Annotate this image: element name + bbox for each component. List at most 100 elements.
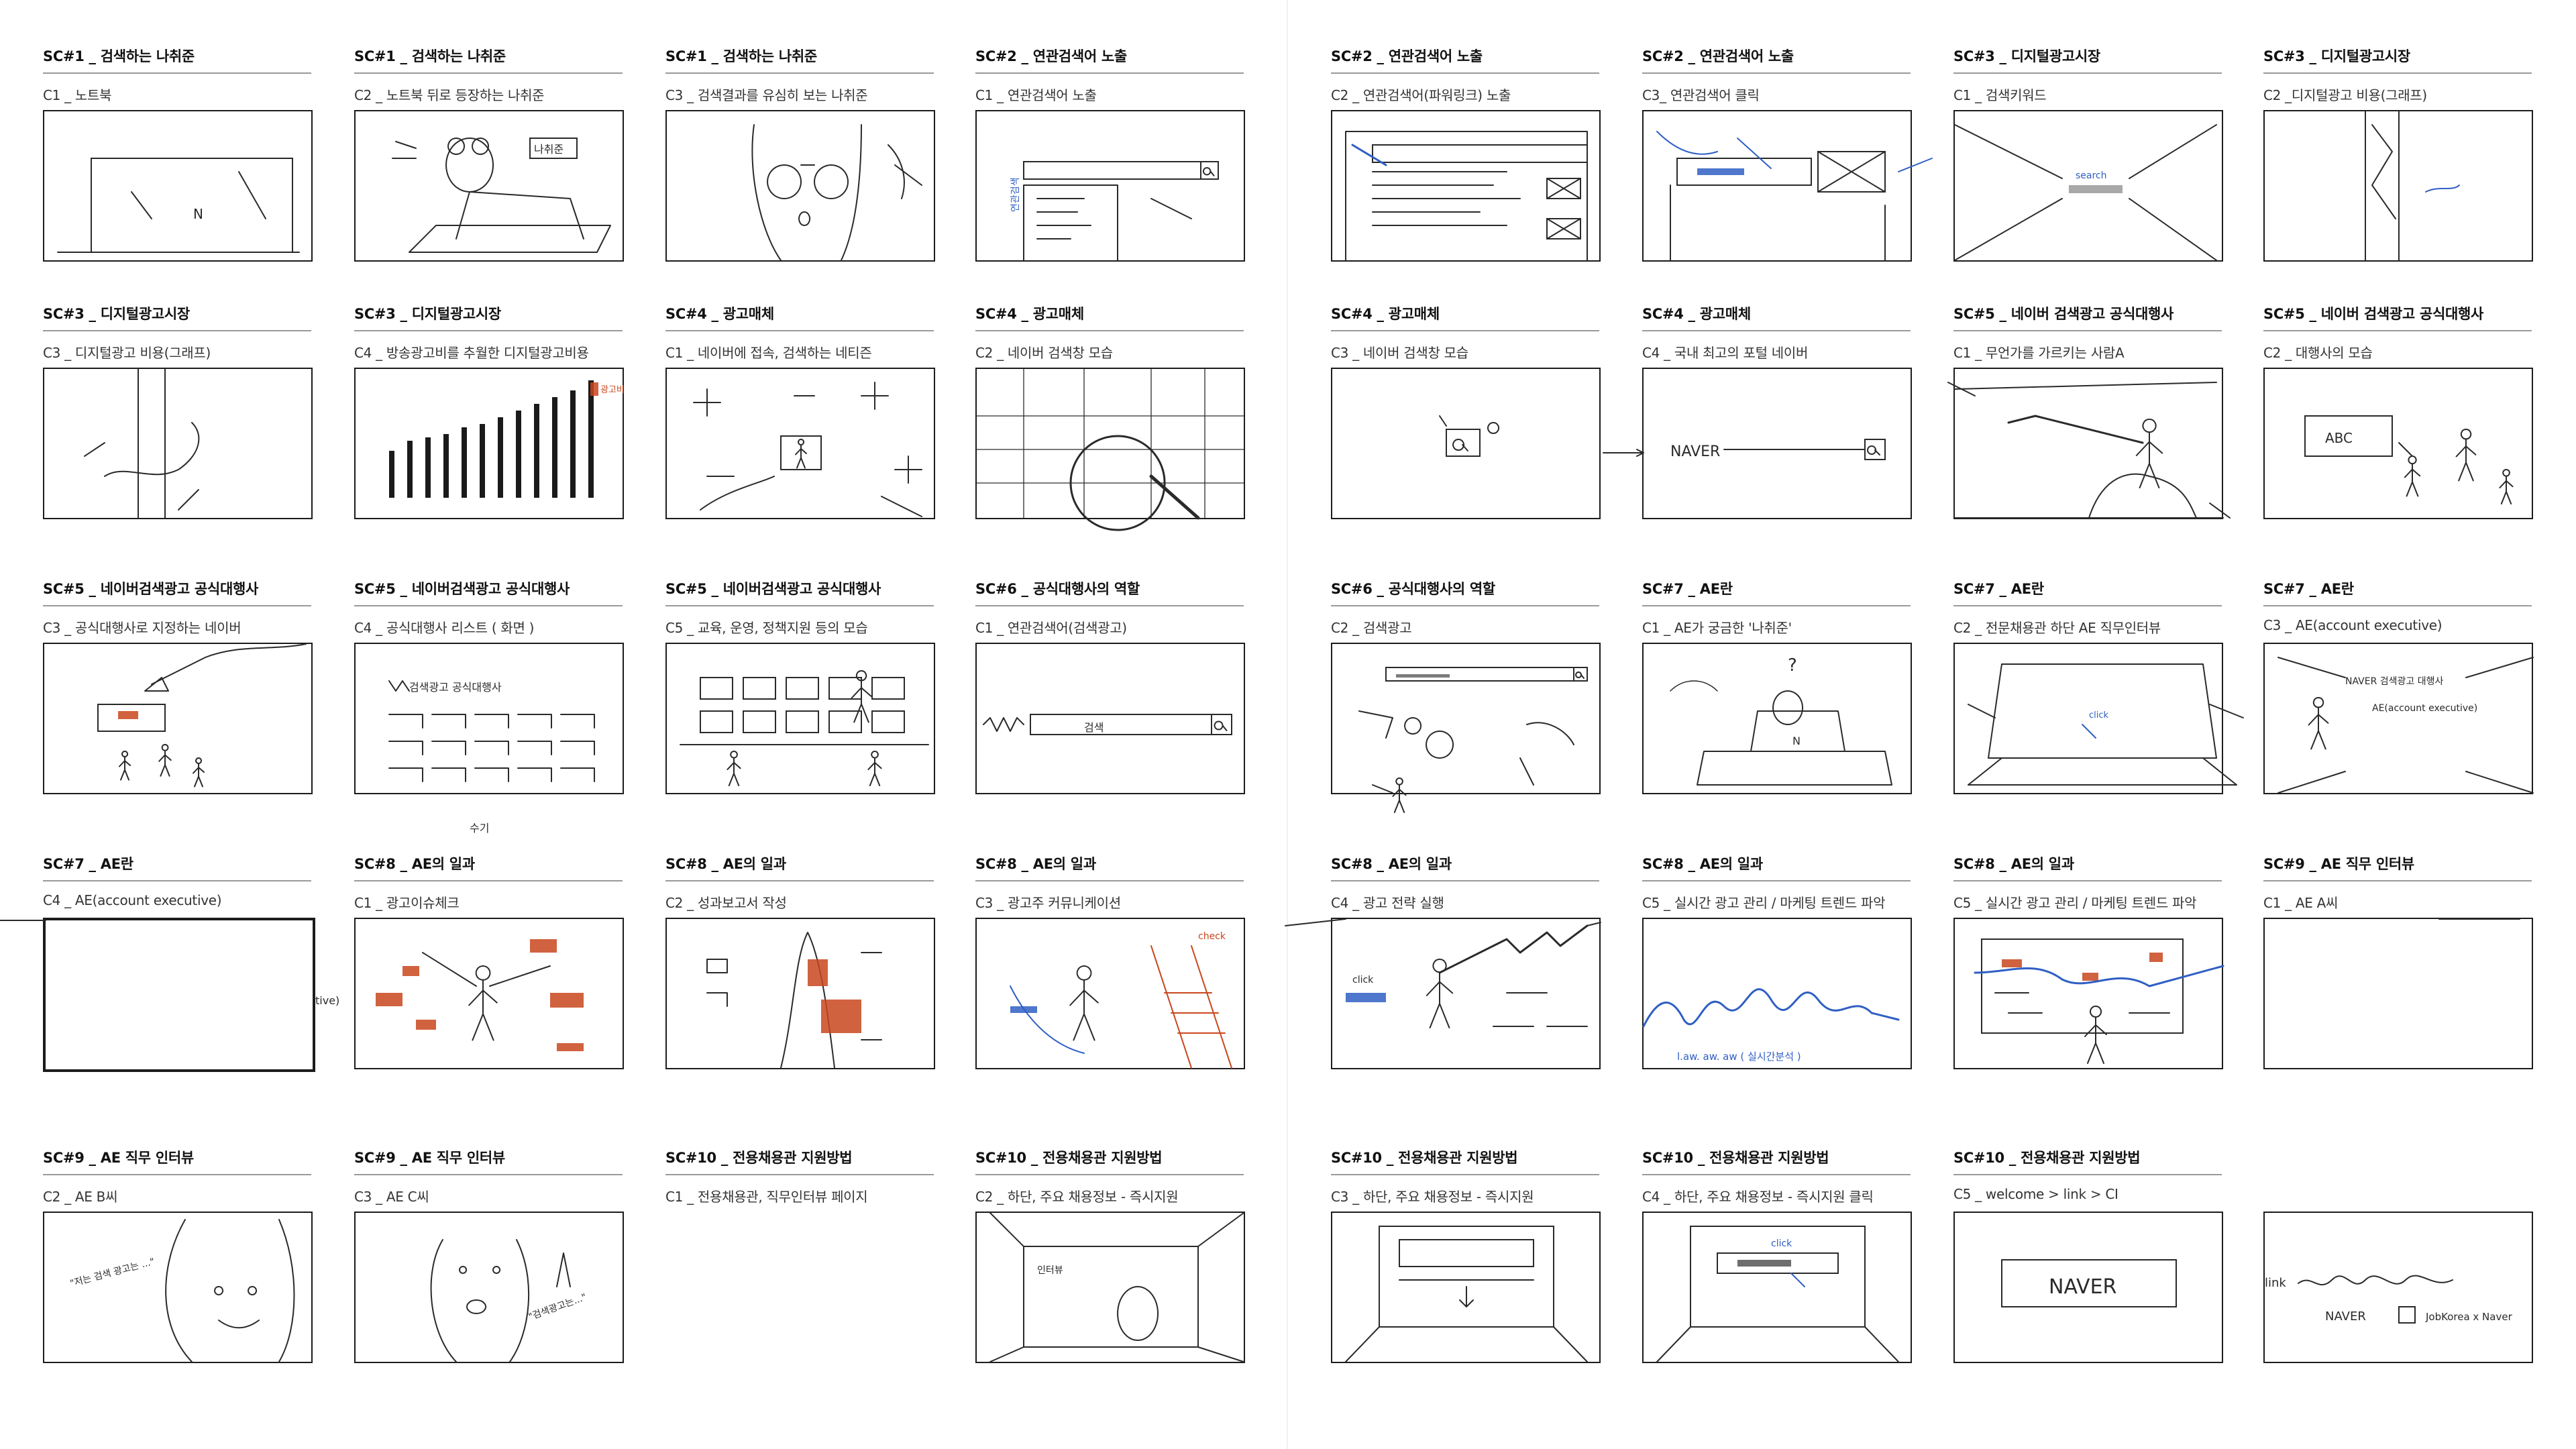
cut-caption: C2 _ 대행사의 모습 — [2263, 345, 2373, 361]
cut-caption: C3 _ 하단, 주요 채용정보 - 즉시지원 — [1331, 1189, 1534, 1205]
cut-caption: C1 _ 노트북 — [43, 87, 112, 103]
scene-title: SC#9 _ AE 직무 인터뷰 — [43, 1150, 194, 1166]
title-rule — [1331, 1174, 1599, 1175]
title-rule — [1642, 1174, 1911, 1175]
pencil-sketch: check — [1010, 931, 1232, 1069]
pencil-sketch: 광고비 — [389, 380, 625, 498]
svg-text:인터뷰: 인터뷰 — [1037, 1265, 1063, 1276]
cut-caption: C1 _ AE가 궁금한 '나취준' — [1642, 620, 1792, 636]
sketch-frame: click — [1642, 1212, 1912, 1363]
pencil-sketch — [1439, 415, 1499, 457]
title-rule — [43, 72, 311, 74]
cut-caption: C2 _ 검색광고 — [1331, 620, 1412, 636]
pencil-sketch: 나취준 — [392, 138, 611, 253]
cut-caption: C4 _ 하단, 주요 채용정보 - 즉시지원 클릭 — [1642, 1189, 1874, 1205]
cut-caption: C2 _ 전문채용관 하단 AE 직무인터뷰 — [1953, 620, 2161, 636]
cut-caption: C1 _ 네이버에 접속, 검색하는 네티즌 — [665, 345, 872, 361]
pencil-sketch: ?N — [1670, 655, 1892, 786]
storyboard-cut: SC#4 _ 광고매체 C2 _ 네이버 검색창 모습 — [975, 303, 1250, 565]
sketch-frame: "검색광고는..." — [354, 1212, 624, 1363]
cut-caption: C2 _ 네이버 검색창 모습 — [975, 345, 1113, 361]
svg-text:검색광고 공식대행사: 검색광고 공식대행사 — [409, 681, 502, 694]
title-rule — [2263, 880, 2532, 881]
sketch-frame — [665, 918, 935, 1069]
sketch-frame — [665, 368, 935, 519]
title-rule — [665, 605, 934, 606]
cut-caption: C2 _디지털광고 비용(그래프) — [2263, 87, 2427, 103]
svg-text:NAVER: NAVER — [2325, 1309, 2366, 1324]
sketch-frame: ?N — [1642, 643, 1912, 794]
title-rule — [43, 1174, 311, 1175]
cut-caption: C3_ 연관검색어 클릭 — [1642, 87, 1760, 103]
pencil-sketch: click — [1285, 918, 1601, 1028]
sketch-frame: tive) — [0, 918, 339, 1072]
cut-caption: C3 _ 디지털광고 비용(그래프) — [43, 345, 211, 361]
sketch-frame — [1331, 368, 1601, 519]
pencil-sketch — [1974, 938, 2224, 1064]
scene-title: SC#7 _ AE란 — [2263, 581, 2354, 597]
pencil-sketch: 연관검색 — [1010, 161, 1219, 261]
title-rule — [1953, 330, 2222, 331]
sketch-frame: 광고비 — [354, 368, 625, 519]
cut-caption: C2 _ 연관검색어(파워링크) 노출 — [1331, 87, 1511, 103]
scene-title: SC#5 _ 네이버검색광고 공식대행사 — [43, 581, 259, 597]
cut-caption: C3 _ 검색결과를 유심히 보는 나취준 — [665, 87, 868, 103]
title-rule — [1953, 880, 2222, 881]
scene-title: SC#8 _ AE의 일과 — [1642, 856, 1763, 872]
pencil-sketch — [2365, 111, 2460, 261]
scene-title: SC#4 _ 광고매체 — [975, 306, 1084, 322]
pencil-sketch — [1358, 667, 1588, 813]
pencil-sketch: NAVER — [1603, 439, 1886, 460]
storyboard-cut: SC#8 _ AE의 일과 C5 _ 실시간 광고 관리 / 마케팅 트렌드 파악… — [1642, 853, 1917, 1115]
cut-caption: C5 _ 실시간 광고 관리 / 마케팅 트렌드 파악 — [1642, 895, 1886, 911]
scene-title: SC#3 _ 디지털광고시장 — [43, 306, 190, 322]
title-rule — [975, 72, 1244, 74]
scene-title: SC#8 _ AE의 일과 — [1953, 856, 2074, 872]
svg-text:"검색광고는...": "검색광고는..." — [527, 1292, 588, 1323]
sketch-frame: 인터뷰 — [975, 1212, 1245, 1363]
svg-text:N: N — [193, 206, 203, 222]
cut-caption: C4 _ 국내 최고의 포털 네이버 — [1642, 345, 1809, 361]
svg-text:광고비: 광고비 — [600, 385, 625, 395]
title-rule — [975, 1174, 1244, 1175]
scene-title: SC#4 _ 광고매체 — [665, 306, 774, 322]
scene-title: SC#3 _ 디지털광고시장 — [1953, 48, 2100, 64]
pencil-sketch: NAVER — [2001, 1259, 2177, 1307]
title-rule — [665, 1174, 934, 1175]
svg-text:l.aw. aw. aw ( 실시간분석 ): l.aw. aw. aw ( 실시간분석 ) — [1677, 1051, 1801, 1063]
title-rule — [1953, 72, 2222, 74]
svg-text:검색: 검색 — [1084, 721, 1104, 734]
pencil-sketch: N — [57, 158, 300, 253]
title-rule — [975, 605, 1244, 606]
scene-title: SC#5 _ 네이버 검색광고 공식대행사 — [1953, 306, 2174, 322]
pencil-sketch — [751, 124, 922, 261]
scene-title: SC#6 _ 공식대행사의 역할 — [975, 581, 1140, 597]
pencil-sketch — [1656, 131, 1933, 261]
scene-title: SC#7 _ AE란 — [43, 856, 133, 872]
svg-text:search: search — [2076, 170, 2107, 181]
pencil-sketch — [640, 1186, 961, 1389]
title-rule — [354, 330, 623, 331]
svg-text:나취준: 나취준 — [534, 143, 564, 156]
cut-caption: C1 _ 광고이슈체크 — [354, 895, 460, 911]
sketch-frame: check — [975, 918, 1245, 1069]
pencil-sketch: 인터뷰 — [989, 1212, 1244, 1362]
